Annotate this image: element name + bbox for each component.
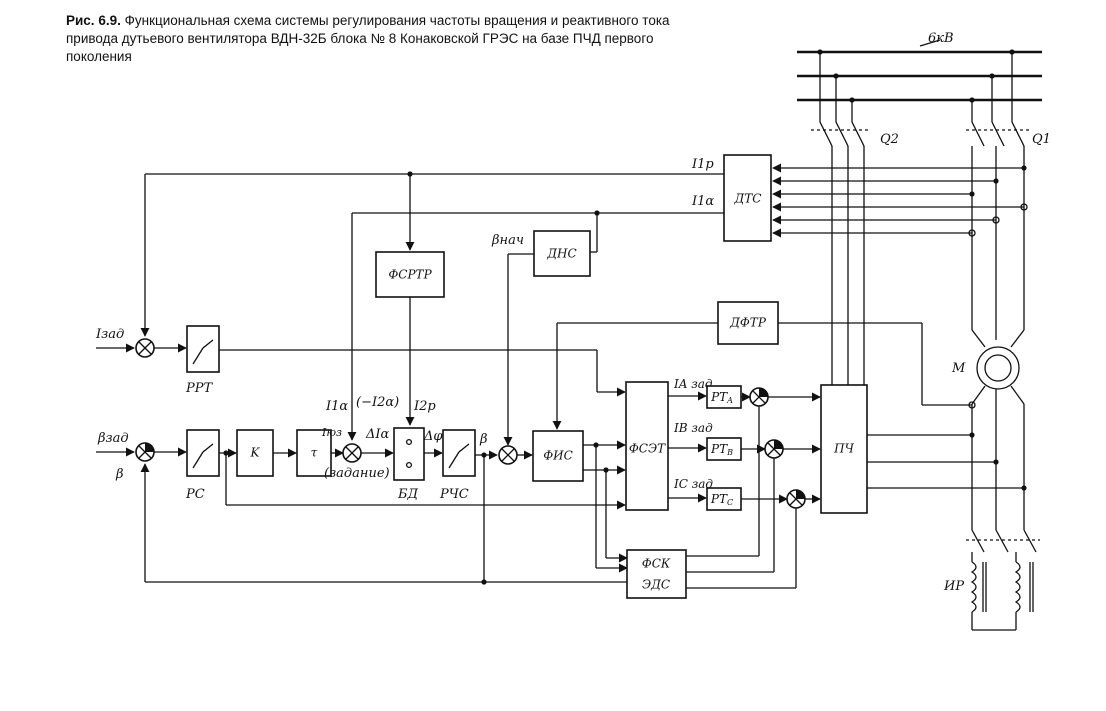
dftr-lines [552, 322, 976, 430]
fsk-label-1: ФСК [642, 557, 671, 571]
fset-block [625, 381, 669, 511]
reactor-label: ИР [943, 579, 964, 594]
pch-label: ПЧ [833, 442, 854, 456]
i2p-label: I2р [413, 399, 436, 414]
dphi-label: Δφ [423, 429, 443, 444]
switch-q1: Q1 [966, 49, 1051, 348]
k-label: K [250, 446, 261, 460]
ic-zad-label: IC зад [673, 477, 713, 491]
q1-label: Q1 [1032, 132, 1051, 147]
dIa-label: ΔIα [365, 427, 390, 442]
zadanie-label: (задание) [324, 466, 390, 481]
fis-outputs [583, 440, 628, 573]
i2a-label: (−I2α) [356, 395, 399, 410]
dts-block [723, 154, 772, 242]
izad-input: Iзад [95, 327, 135, 353]
phase-a-channel: IA зад РТA [668, 377, 821, 557]
dftr-block [717, 301, 779, 345]
svg-text:РТB: РТB [710, 442, 733, 458]
i1a-lower-label: I1α [325, 399, 348, 414]
rtb-sub: B [726, 448, 733, 457]
rrt-output [219, 349, 626, 397]
bd-label: БД [397, 487, 419, 502]
rchs-block [442, 429, 476, 477]
fsk-label-2: ЭДС [642, 578, 670, 592]
dftr-label: ДФТР [729, 316, 767, 330]
bnach-line: βнач [491, 233, 534, 446]
pch-outputs [867, 432, 1027, 491]
rchs-label: РЧС [439, 487, 469, 502]
dns-label: ДНС [546, 247, 576, 261]
i1p-label: I1р [691, 157, 714, 172]
rta-label: РТ [710, 390, 728, 404]
ia-zad-label: IA зад [673, 377, 713, 391]
bzad-input: βзад β [96, 431, 135, 482]
lower-feedback [140, 450, 627, 585]
fset-label: ФСЭТ [629, 442, 666, 456]
svg-text:РТC: РТC [710, 492, 733, 508]
beta-label-left: β [115, 467, 124, 482]
fsk-block [626, 549, 687, 599]
summing-junction-current [342, 443, 362, 463]
phase-b-channel: IB зад РТB [668, 421, 821, 573]
iuz-label: Iюз [321, 426, 342, 439]
bd-block [393, 427, 425, 481]
rrt-label: РРТ [185, 381, 213, 396]
summing-junction-top [135, 338, 155, 358]
phase-c-channel: IC зад РТC [668, 477, 821, 589]
fsrtr-block [375, 251, 445, 298]
motor-label: М [951, 361, 966, 376]
figure-caption-text: Функциональная схема системы регулирован… [66, 13, 670, 64]
rtb-label: РТ [710, 442, 728, 456]
ib-zad-label: IB зад [673, 421, 713, 435]
summing-junction-speed [135, 442, 155, 462]
summing-junction-beta [498, 445, 518, 465]
figure-number: Рис. 6.9. [66, 13, 121, 28]
dns-block [533, 230, 591, 277]
figure-caption: Рис. 6.9. Функциональная схема системы р… [66, 12, 716, 66]
bzad-label: βзад [97, 431, 129, 446]
motor: М [951, 346, 1025, 530]
svg-text:РТA: РТA [710, 390, 733, 406]
fis-label: ФИС [543, 449, 573, 463]
dts-inputs [772, 163, 1028, 238]
tau-label: τ [311, 446, 318, 460]
q2-label: Q2 [880, 132, 899, 147]
fis-block [532, 430, 584, 482]
dts-label: ДТС [734, 192, 762, 206]
rtc-label: РТ [710, 492, 728, 506]
pch-block [820, 384, 868, 514]
voltage-label: 6кВ [928, 31, 954, 46]
rta-sub: A [726, 396, 733, 405]
izad-label: Iзад [95, 327, 124, 342]
switch-q2: Q2 [811, 49, 899, 385]
i1a-label: I1α [691, 194, 714, 209]
beta-label-mid: β [479, 432, 488, 447]
power-bus-6kv: 6кВ [797, 31, 1042, 102]
i1a-feedback: I1α [347, 194, 724, 441]
bnach-label: βнач [491, 233, 524, 248]
rtc-sub: C [727, 498, 733, 507]
rs-label: РС [185, 487, 205, 502]
fsrtr-label: ФСРТР [388, 268, 432, 282]
i1p-feedback: I1р [140, 157, 724, 337]
reactor-ir: ИР [943, 529, 1040, 631]
